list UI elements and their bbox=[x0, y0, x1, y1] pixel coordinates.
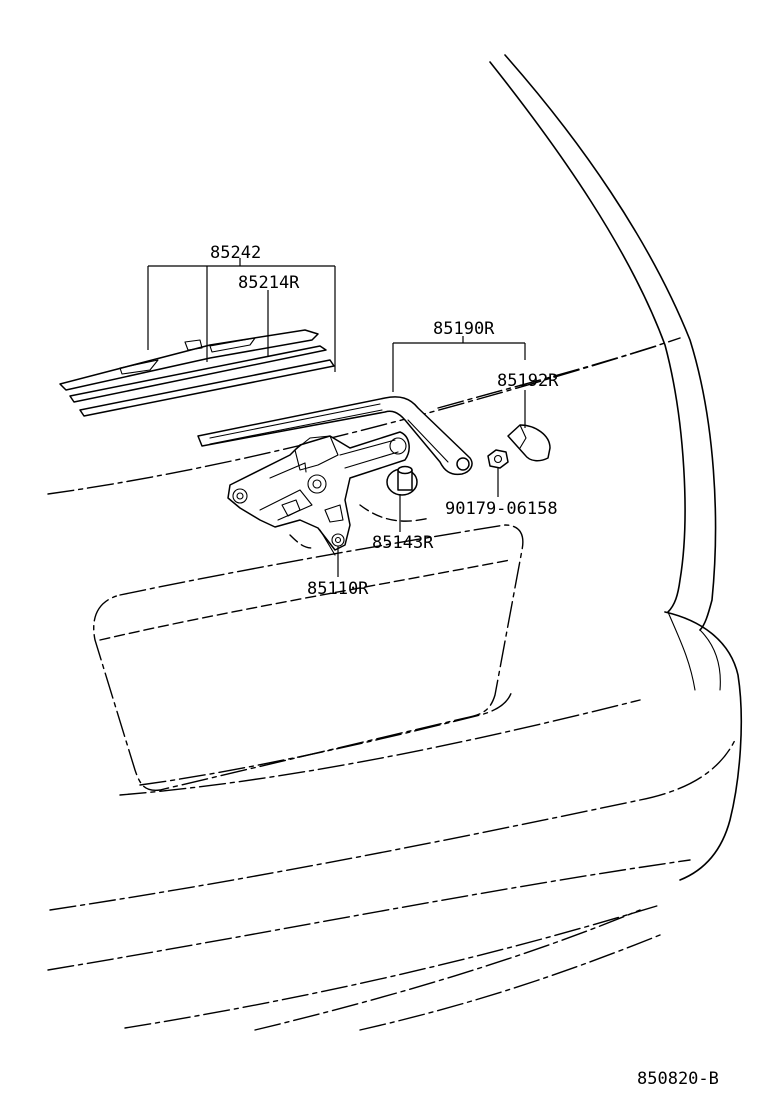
diagram-reference-code: 850820-B bbox=[637, 1069, 719, 1089]
part-label-wiper-arm: 85190R bbox=[433, 319, 495, 339]
pivot-grommet bbox=[386, 465, 418, 496]
part-label-pivot-grommet: 85143R bbox=[372, 533, 434, 553]
wiper-arm bbox=[197, 396, 473, 476]
nut bbox=[487, 449, 509, 469]
part-label-nut: 90179-06158 bbox=[445, 499, 558, 519]
part-label-blade-assembly: 85242 bbox=[210, 243, 261, 263]
arm-head-cap bbox=[507, 424, 551, 462]
wiper-motor bbox=[227, 431, 410, 556]
leader-lines bbox=[147, 258, 526, 577]
part-label-blade-rubber: 85214R bbox=[238, 273, 300, 293]
part-label-wiper-motor: 85110R bbox=[307, 579, 369, 599]
wiper-blade-assembly bbox=[59, 329, 335, 417]
part-label-arm-head-cap: 85192R bbox=[497, 371, 559, 391]
